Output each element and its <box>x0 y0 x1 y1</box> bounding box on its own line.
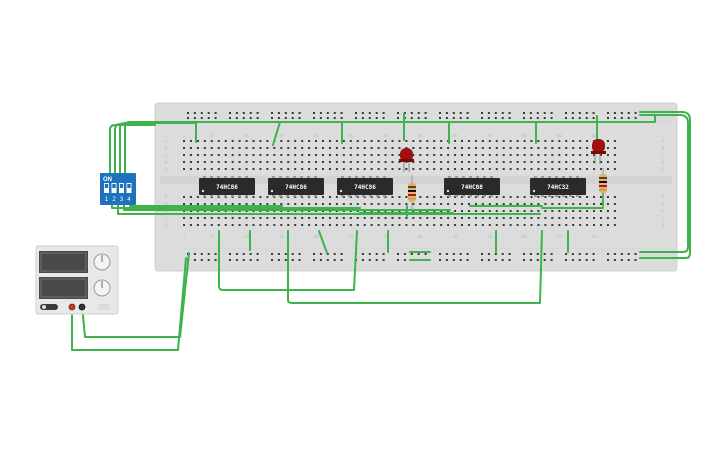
dip-toggle[interactable] <box>126 183 132 193</box>
row-letter: A <box>661 139 664 144</box>
ic-chip-label: 74HC86 <box>354 184 376 191</box>
positive-terminal[interactable] <box>68 303 76 311</box>
column-number: 20 <box>314 133 320 138</box>
row-letter: G <box>164 202 168 207</box>
row-letter: F <box>165 195 168 200</box>
column-number: 20 <box>314 234 320 239</box>
column-number: 45 <box>487 234 493 239</box>
dip-number: 3 <box>120 197 124 203</box>
row-letter: H <box>661 209 664 214</box>
dip-number: 4 <box>127 197 131 203</box>
column-number: 15 <box>279 234 285 239</box>
column-number: 50 <box>522 133 528 138</box>
resistor-left[interactable] <box>408 175 416 212</box>
ic-chip-label: 74HC08 <box>461 184 483 191</box>
column-number: 1 <box>183 234 186 239</box>
dip-number: 1 <box>105 197 109 203</box>
ic-chip[interactable]: 74HC86 <box>337 176 393 197</box>
dip-toggle[interactable] <box>111 183 117 193</box>
row-letter: I <box>662 216 663 221</box>
row-letter: J <box>662 223 664 228</box>
led-right[interactable] <box>591 139 606 164</box>
ic-chip[interactable]: 74HC86 <box>199 176 255 197</box>
column-number: 40 <box>453 234 459 239</box>
row-letter: E <box>164 167 167 172</box>
column-number: 55 <box>557 133 563 138</box>
ic-chip-label: 74HC32 <box>547 184 569 191</box>
column-number: 15 <box>279 133 285 138</box>
ic-chip-label: 74HC86 <box>285 184 307 191</box>
column-number: 60 <box>592 133 598 138</box>
row-letter: G <box>661 202 665 207</box>
resistor-right[interactable] <box>599 168 607 200</box>
row-letter: D <box>661 160 665 165</box>
row-letter: D <box>164 160 168 165</box>
column-number: 10 <box>244 133 250 138</box>
row-letter: F <box>662 195 665 200</box>
column-number: 5 <box>211 234 214 239</box>
ic-chip-label: 74HC86 <box>216 184 238 191</box>
column-number: 45 <box>487 133 493 138</box>
dip-on-label: ON <box>103 177 112 183</box>
column-number: 35 <box>418 234 424 239</box>
row-letter: I <box>165 216 166 221</box>
column-number: 10 <box>244 234 250 239</box>
dip-number: 2 <box>112 197 116 203</box>
negative-terminal[interactable] <box>78 303 86 311</box>
column-number: 25 <box>348 234 354 239</box>
row-letter: C <box>164 153 168 158</box>
row-letter: B <box>164 146 167 151</box>
column-number: 30 <box>383 133 389 138</box>
row-letter: A <box>164 139 167 144</box>
ic-chip[interactable]: 74HC32 <box>530 176 586 197</box>
column-number: 5 <box>211 133 214 138</box>
dip-toggle[interactable] <box>119 183 124 193</box>
column-number: 25 <box>348 133 354 138</box>
power-supply[interactable] <box>35 245 119 315</box>
ic-chip[interactable]: 74HC86 <box>268 176 324 197</box>
led-left[interactable] <box>399 148 414 172</box>
column-number: 60 <box>592 234 598 239</box>
row-letter: J <box>165 223 167 228</box>
column-number: 55 <box>557 234 563 239</box>
row-letter: C <box>661 153 665 158</box>
row-letter: B <box>661 146 664 151</box>
column-number: 50 <box>522 234 528 239</box>
column-number: 40 <box>453 133 459 138</box>
column-number: 1 <box>183 133 186 138</box>
row-letter: E <box>661 167 664 172</box>
column-number: 30 <box>383 234 389 239</box>
dip-toggle[interactable] <box>104 183 109 193</box>
column-number: 35 <box>418 133 424 138</box>
ic-chip[interactable]: 74HC08 <box>444 176 500 197</box>
